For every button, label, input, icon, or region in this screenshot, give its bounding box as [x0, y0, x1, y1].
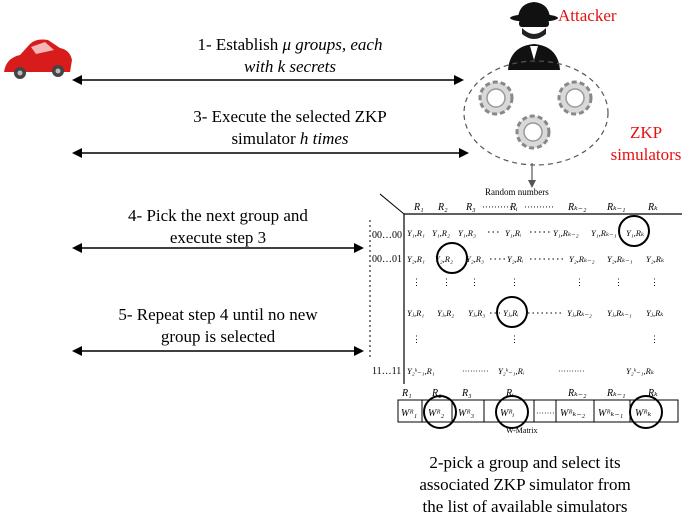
matrix-cell: Yⱼ,Rₖ₋₁ — [607, 308, 632, 318]
svg-text:Wᴿᵢ: Wᴿᵢ — [500, 408, 515, 419]
svg-text:⋮: ⋮ — [614, 277, 623, 287]
svg-text:··········: ·········· — [482, 202, 512, 212]
matrix-cell: Y₂,R₂ — [435, 254, 453, 264]
simulators-pool — [463, 60, 609, 166]
matrix-cell: Y₂,Rₖ₋₂ — [569, 254, 595, 264]
svg-text:Rₖ₋₂: Rₖ₋₂ — [567, 388, 587, 399]
matrix-cell: Y₂ᵏ₋₁,R₁ — [407, 366, 435, 376]
w-matrix: R₁ R₂ R₃ Rᵢ Rₖ₋₂ Rₖ₋₁ Rₖ Wᴿ₁ Wᴿ₂ Wᴿ₃ Wᴿᵢ… — [397, 388, 679, 435]
matrix-cell: Y₁,Rᵢ — [505, 228, 521, 238]
matrix-cell: Y₁,Rₖ₋₁ — [591, 228, 617, 238]
svg-text:⋮: ⋮ — [650, 334, 659, 344]
zkp-simulators-label: ZKP simulators — [606, 122, 686, 166]
svg-text:⋮: ⋮ — [470, 277, 479, 287]
step4-text: 4- Pick the next group and execute step … — [128, 206, 308, 247]
matrix-row-label: 11…11 — [372, 366, 401, 377]
step2-text: 2-pick a group and select its associated… — [419, 453, 631, 516]
svg-text:Rₖ₋₁: Rₖ₋₁ — [606, 388, 626, 399]
matrix-cell: Y₁,R₁ — [407, 228, 425, 238]
svg-text:⋮: ⋮ — [442, 277, 451, 287]
matrix-cell: Yⱼ,R₃ — [468, 308, 485, 318]
svg-text:R₃: R₃ — [461, 388, 472, 399]
attacker-icon — [508, 2, 560, 70]
gear-icon — [515, 114, 551, 150]
matrix-col-header: Rᵢ — [509, 202, 518, 213]
matrix-cell: Y₂,Rᵢ — [507, 254, 523, 264]
svg-text:Wᴿₖ₋₁: Wᴿₖ₋₁ — [598, 408, 623, 419]
svg-text:⋮: ⋮ — [650, 277, 659, 287]
matrix-col-header: Rₖ — [647, 202, 658, 213]
car-icon — [4, 39, 72, 79]
svg-text:⋮: ⋮ — [575, 277, 584, 287]
svg-text:⋮: ⋮ — [412, 277, 421, 287]
matrix-cell: Yⱼ,Rᵢ — [503, 308, 519, 318]
svg-text:Wᴿ₂: Wᴿ₂ — [428, 408, 445, 419]
zkp-label-line2: simulators — [610, 145, 682, 164]
matrix-cell: Y₂,Rₖ — [646, 254, 664, 264]
matrix-cell: Y₁,R₃ — [458, 228, 476, 238]
zkp-label-line1: ZKP — [629, 123, 663, 142]
step1-text: 1- Establish μ groups, each with k secre… — [197, 35, 383, 76]
matrix-dots — [488, 231, 566, 314]
matrix-cell: Yⱼ,Rₖ₋₂ — [567, 308, 592, 318]
svg-text:Wᴿ₁: Wᴿ₁ — [401, 408, 417, 419]
svg-text:·······: ······· — [536, 409, 555, 418]
matrix-cell: Y₁,Rₖ₋₂ — [553, 228, 579, 238]
attacker-label: Attacker — [558, 6, 617, 25]
svg-text:Rₖ: Rₖ — [647, 388, 658, 399]
selection-circles — [423, 215, 663, 429]
svg-text:Wᴿₖ: Wᴿₖ — [635, 408, 652, 419]
w-matrix-label: W-Matrix — [506, 426, 538, 435]
matrix-cell: Y₂,Rₖ₋₁ — [607, 254, 633, 264]
matrix-cell: Y₂ᵏ₋₁,Rₖ — [626, 366, 654, 376]
random-numbers-label: Random numbers — [485, 187, 549, 197]
matrix-col-header: Rₖ₋₁ — [606, 202, 626, 213]
matrix-col-header: R₂ — [437, 202, 448, 213]
matrix-col-header: R₁ — [413, 202, 424, 213]
gear-icon — [478, 80, 514, 116]
svg-text:··········: ·········· — [462, 367, 489, 376]
matrix-cell: Yⱼ,R₁ — [407, 308, 424, 318]
step3-text: 3- Execute the selected ZKP simulator h … — [193, 107, 387, 148]
step5-text: 5- Repeat step 4 until no new group is s… — [118, 305, 318, 346]
svg-text:R₂: R₂ — [431, 388, 442, 399]
y-matrix — [369, 193, 682, 384]
matrix-col-header: R₃ — [465, 202, 476, 213]
svg-text:⋮: ⋮ — [510, 334, 519, 344]
matrix-text: Random numbers R₁ R₂ R₃ ·········· Rᵢ ··… — [372, 187, 664, 377]
matrix-row-label: 00…01 — [372, 254, 402, 265]
matrix-cell: Y₂ᵏ₋₁,Rᵢ — [498, 366, 524, 376]
matrix-cell: Yⱼ,Rₖ — [646, 308, 663, 318]
matrix-row-label: 00…00 — [372, 230, 402, 241]
svg-text:··········: ·········· — [558, 367, 585, 376]
svg-text:⋮: ⋮ — [412, 334, 421, 344]
svg-text:⋮: ⋮ — [510, 277, 519, 287]
gear-icon — [557, 80, 593, 116]
matrix-cell: Y₂,R₁ — [407, 254, 425, 264]
svg-text:Rᵢ: Rᵢ — [505, 388, 514, 399]
svg-text:Wᴿ₃: Wᴿ₃ — [458, 408, 475, 419]
matrix-cell: Y₁,Rₖ — [626, 228, 644, 238]
matrix-cell: Y₁,R₂ — [432, 228, 450, 238]
svg-text:R₁: R₁ — [401, 388, 412, 399]
matrix-cell: Yⱼ,R₂ — [437, 308, 454, 318]
matrix-cell: Y₂,R₃ — [466, 254, 484, 264]
matrix-col-header: Rₖ₋₂ — [567, 202, 587, 213]
svg-text:··········: ·········· — [524, 202, 554, 212]
svg-text:Wᴿₖ₋₂: Wᴿₖ₋₂ — [560, 408, 586, 419]
